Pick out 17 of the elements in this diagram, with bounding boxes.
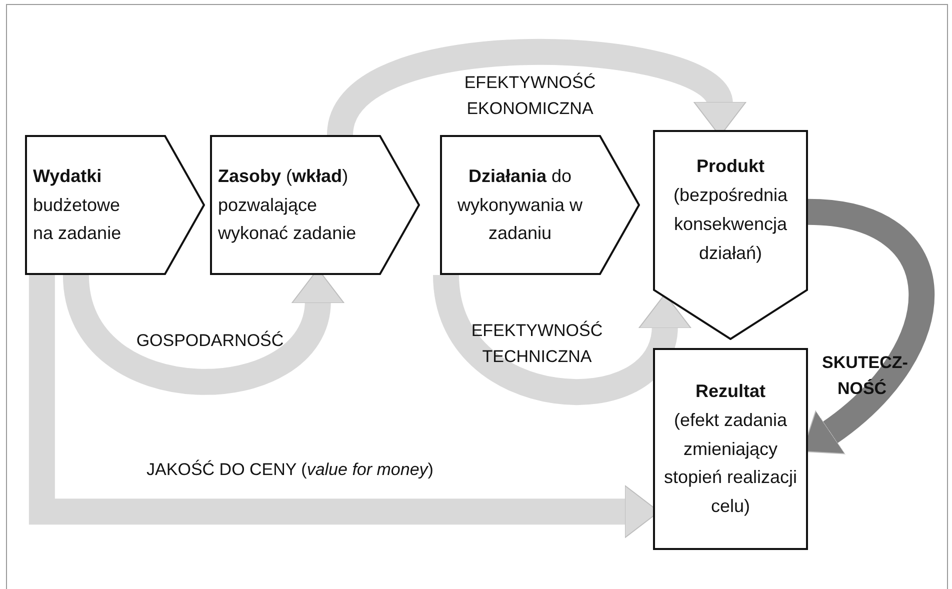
node-text: Działania do wykonywania w zadaniu [456,164,584,246]
node-text: (bezpośrednia konsekwencja działań) [672,184,789,265]
node-text: budżetowe na zadanie [33,194,122,246]
chevron-box [210,135,420,275]
node-text: Wydatki [33,164,103,188]
result-box [653,348,808,550]
chevron-box [25,135,205,275]
node-text: Rezultat [694,380,766,403]
curved-block-arrow [433,273,691,405]
edge-label: GOSPODARNOŚĆ [136,331,284,350]
edge-label: JAKOŚĆ DO CENY (value for money) [146,460,434,479]
edge-label: EFEKTYWNOŚĆ TECHNICZNA [471,321,603,366]
node-text: Zasoby (wkład) pozwalające wykonać zadanie [218,164,358,246]
node-text: (efekt zadania zmieniający stopień realizacji celu) [662,408,798,518]
node-text: Produkt [695,155,766,178]
chevron-box [653,130,808,340]
chevron-box [440,135,640,275]
